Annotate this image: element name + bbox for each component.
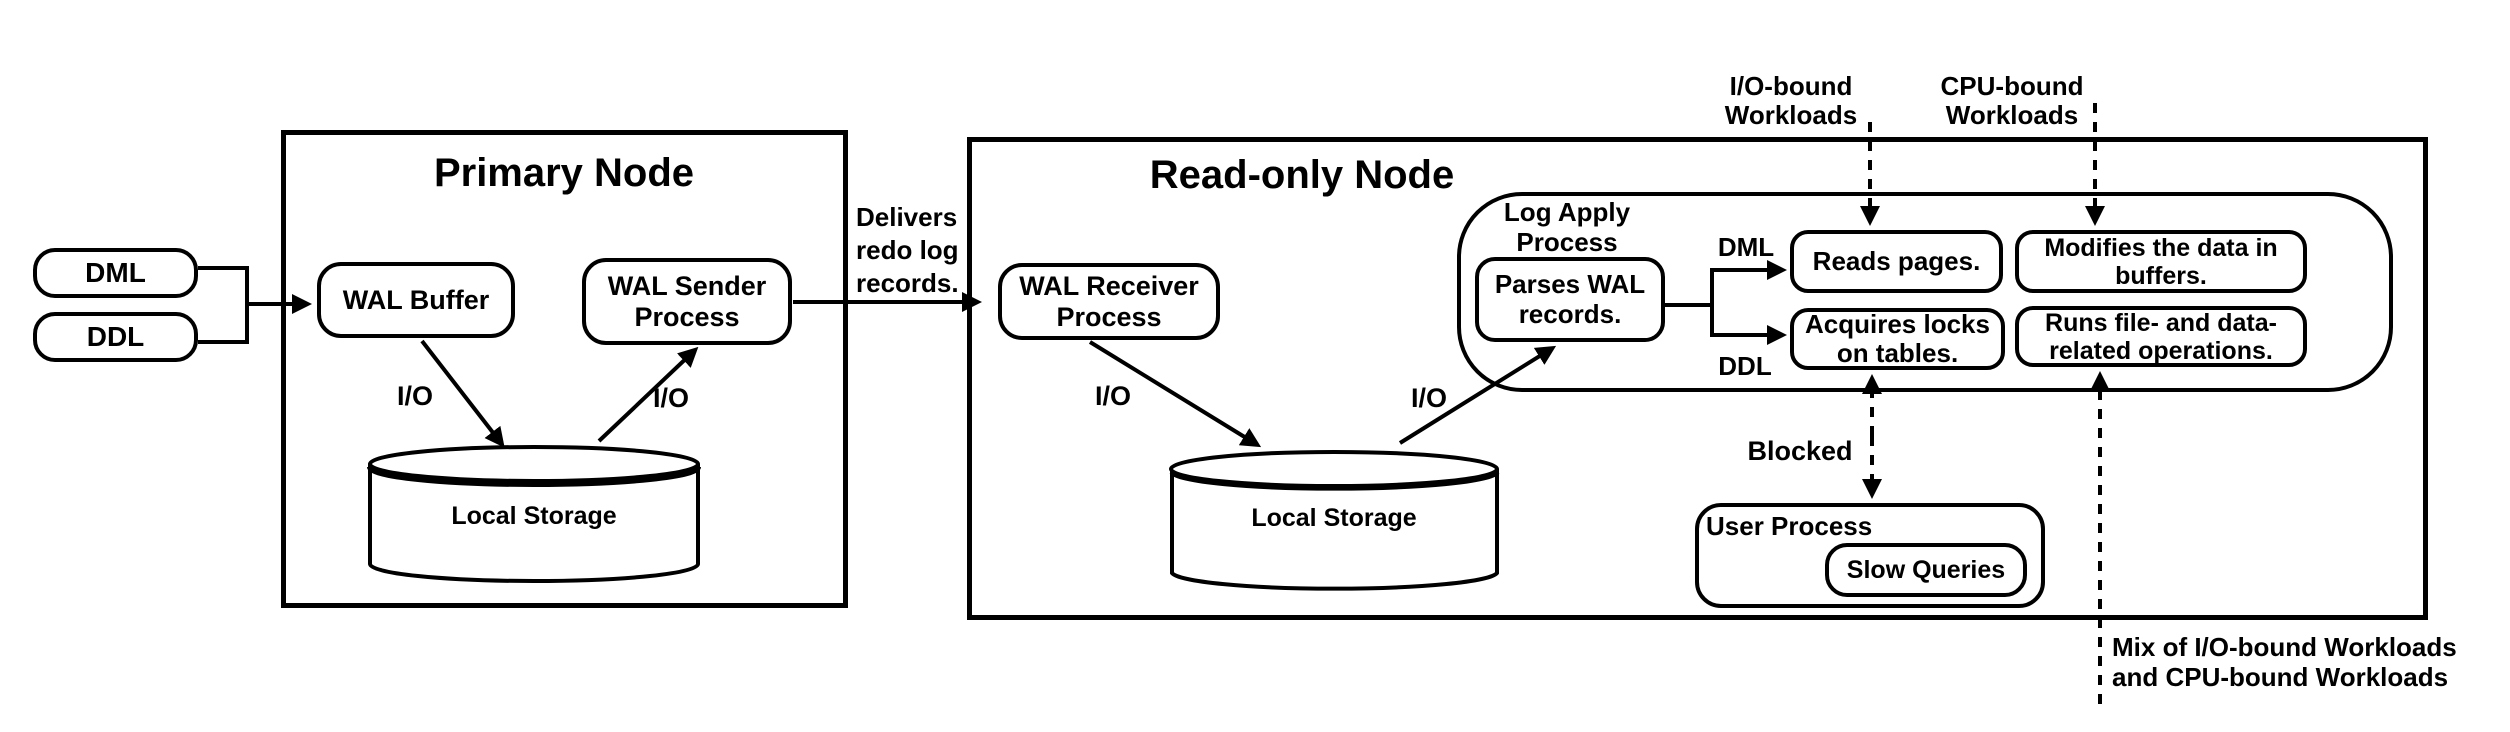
- delivers-redo-log-label: Delivers redo log records.: [856, 202, 959, 298]
- user-process-label: User Process: [1706, 511, 1873, 541]
- parses-branch-connector: [1663, 268, 1714, 337]
- runs-operations-box: Runs file- and data- related operations.: [2015, 306, 2307, 367]
- reads-pages-box: Reads pages.: [1790, 230, 2003, 293]
- readonly-io-left-label: I/O: [1094, 381, 1132, 411]
- readonly-node-box: [967, 137, 2428, 620]
- mix-workloads-label: Mix of I/O-bound Workloads and CPU-bound…: [2112, 632, 2457, 692]
- slow-queries-box: Slow Queries: [1825, 543, 2027, 597]
- primary-io-left-label: I/O: [396, 381, 434, 411]
- dml-input-box: DML: [33, 248, 198, 298]
- readonly-node-title: Read-only Node: [1149, 153, 1455, 197]
- readonly-local-storage-label: Local Storage: [1251, 504, 1417, 532]
- wal-buffer-to-storage-arrow: [420, 339, 505, 448]
- primary-node-title: Primary Node: [433, 151, 695, 195]
- wal-sender-box: WAL Sender Process: [582, 258, 792, 345]
- readonly-storage-cylinder-icon: [1169, 450, 1500, 591]
- modifies-data-box: Modifies the data in buffers.: [2015, 230, 2307, 293]
- log-apply-container: [1457, 192, 2393, 392]
- readonly-io-right-label: I/O: [1410, 383, 1448, 413]
- io-bound-workloads-label: I/O-bound Workloads: [1724, 71, 1858, 130]
- wal-buffer-box: WAL Buffer: [317, 262, 515, 338]
- cpu-bound-workloads-label: CPU-bound Workloads: [1940, 71, 2084, 130]
- storage-to-log-apply-arrow: [1398, 345, 1557, 445]
- storage-to-wal-sender-arrow: [597, 346, 699, 443]
- primary-storage-cylinder-icon: [367, 445, 701, 583]
- branch-ddl-label: DDL: [1718, 351, 1772, 381]
- acquires-locks-box: Acquires locks on tables.: [1790, 308, 2005, 370]
- wal-receiver-to-storage-arrow: [1088, 340, 1262, 448]
- wal-receiver-box: WAL Receiver Process: [998, 263, 1220, 340]
- primary-local-storage-label: Local Storage: [451, 502, 617, 530]
- primary-node-box: [281, 130, 848, 608]
- ddl-input-box: DDL: [33, 312, 198, 362]
- branch-dml-label: DML: [1717, 232, 1775, 262]
- log-apply-title: Log Apply Process: [1503, 197, 1631, 257]
- blocked-label: Blocked: [1747, 436, 1853, 466]
- bracket-connector: [198, 266, 249, 344]
- parses-wal-box: Parses WAL records.: [1475, 257, 1665, 342]
- primary-io-right-label: I/O: [652, 383, 690, 413]
